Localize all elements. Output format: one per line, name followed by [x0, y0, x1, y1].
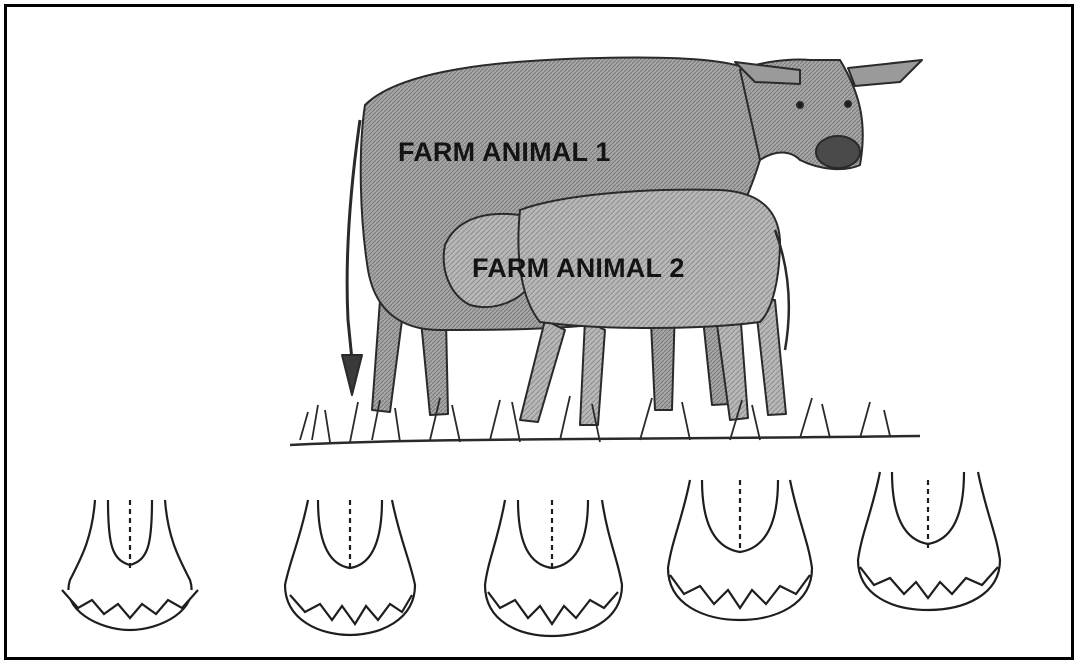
- dentition-stage-2: [285, 500, 415, 635]
- dentition-stage-4: [668, 480, 812, 620]
- dentition-stage-3: [485, 500, 622, 636]
- farm-animal-2-label: FARM ANIMAL 2: [472, 253, 685, 284]
- dentition-stage-1: [62, 500, 198, 630]
- farm-animal-1-label: FARM ANIMAL 1: [398, 137, 611, 168]
- dentition-stage-5: [858, 472, 1000, 610]
